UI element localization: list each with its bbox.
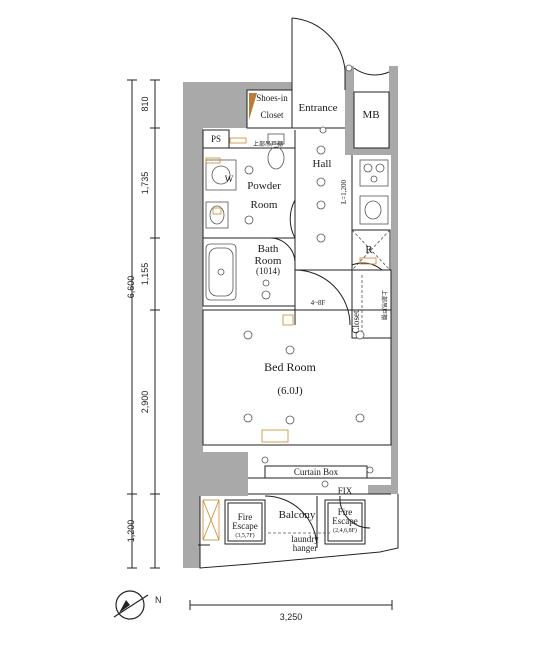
laundry-hanger-label-1: laundry [291,534,319,544]
ps-label: PS [211,134,221,144]
dim-810: 810 [140,96,150,111]
powder-room-label-2: Room [251,199,278,211]
refrigerator-label: R [365,244,373,256]
bottom-dimension-line: 3,250 [189,600,393,622]
right-storage-label: 上部吊戸棚 [380,290,388,320]
balcony-label: Balcony [279,509,316,521]
bath-room-label-1: Bath [258,243,279,255]
fire-escape-left-floors: (3,5,7F) [235,532,254,539]
room-labels: Shoes-in Closet Entrance MB PS Hall W Po… [211,93,388,553]
electrical-annotations [205,137,377,443]
dim-2900: 2,900 [140,391,150,414]
fire-escape-left-1: Fire [238,512,253,522]
bath-room-size: (1014) [256,266,280,276]
shoes-in-closet-label-1: Shoes-in [256,93,288,103]
dim-1200: 1,200 [126,520,136,543]
hall-label: Hall [313,158,332,170]
ceiling-lights [243,64,374,488]
powder-room-label-1: Powder [247,180,281,192]
fix-label: FIX [338,486,353,496]
fire-escape-right-floors: (2,4,6,8F) [333,527,357,534]
interior-walls [198,17,399,569]
fire-escape-left-2: Escape [232,521,257,531]
fire-escape-right-1: Fire [338,507,353,517]
exterior-walls [183,66,398,568]
dim-1155: 1,155 [140,263,150,286]
w-label: W [225,174,234,184]
mb-label: MB [362,109,379,121]
fire-escape-right-2: Escape [332,516,357,526]
ceiling-height-note: L=1,200 [340,180,348,204]
shoes-in-closet-label-2: Closet [260,110,284,120]
dim-1735: 1,735 [140,172,150,195]
laundry-hanger-label-2: hanger [293,543,318,553]
bath-room-label-2: Room [255,255,282,267]
dim-total-height: 6,600 [126,276,136,299]
step-note: 4~8F [311,299,326,307]
upper-storage-label: 上部吊戸棚 [253,140,283,148]
bed-room-size: (6.0J) [277,385,303,397]
dim-total-width: 3,250 [280,612,303,622]
curtain-box-label: Curtain Box [294,467,339,477]
left-dimension-line: 810 1,735 1,155 2,900 6,600 1,200 [126,79,160,569]
entrance-label: Entrance [298,102,337,114]
fixtures [202,93,389,545]
compass-icon: N [113,590,162,620]
closet-label: Closet [351,310,361,334]
compass-north-label: N [155,595,162,605]
bed-room-label: Bed Room [264,360,316,374]
